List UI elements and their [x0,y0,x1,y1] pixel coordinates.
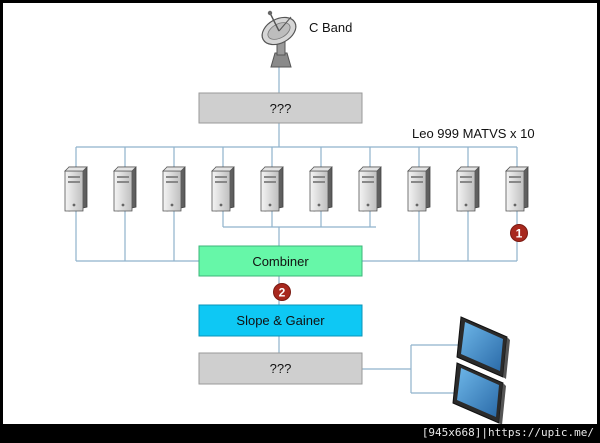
receiver-server-icon [358,166,382,212]
receiver-server-icon [113,166,137,212]
combiner-label: Combiner [252,254,309,269]
combiner-box [198,245,363,277]
top-unknown-box [198,92,363,124]
marker-2: 2 [273,283,291,301]
receiver-server-icon [162,166,186,212]
bottom-unknown-box-label: ??? [270,361,292,376]
receiver-server-icon [211,166,235,212]
bottom-unknown-box [198,352,363,385]
top-unknown-box-label: ??? [270,101,292,116]
dish-label: C Band [309,20,352,35]
receiver-server-icon [456,166,480,212]
receivers-group [64,166,529,212]
satellite-dish-icon [261,10,297,68]
receivers-label: Leo 999 MATVS x 10 [412,126,535,141]
slope-gainer-box [198,304,363,337]
receiver-server-icon [407,166,431,212]
tv-monitor-icon [456,316,510,379]
diagram-canvas: C Band ??? Leo 999 MATVS x 10 Combiner S… [3,3,597,424]
marker-2-label: 2 [279,286,286,300]
marker-1: 1 [510,224,528,242]
image-footer: [945x668]|https://upic.me/ [421,426,594,439]
marker-1-label: 1 [516,227,523,241]
network-diagram: C Band ??? Leo 999 MATVS x 10 Combiner S… [64,10,535,424]
tv-monitor-icon [452,362,506,424]
receiver-server-icon [64,166,88,212]
receiver-server-icon [505,166,529,212]
receiver-server-icon [260,166,284,212]
receiver-drop-lines [75,147,518,261]
slope-gainer-label: Slope & Gainer [236,313,325,328]
connection-lines [75,65,518,394]
receiver-server-icon [309,166,333,212]
